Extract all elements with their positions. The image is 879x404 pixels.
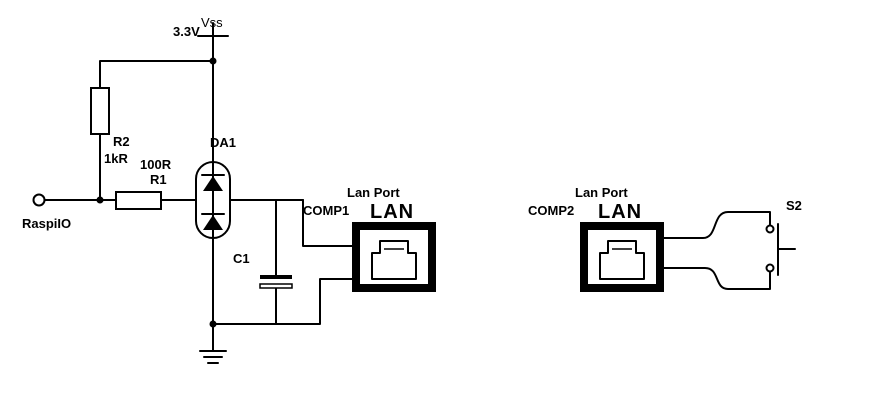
junction-dot — [96, 196, 104, 204]
da1-ref: DA1 — [210, 135, 236, 150]
input-label: RaspiIO — [22, 216, 71, 231]
comp1-lan-badge: LAN — [370, 201, 414, 223]
comp2-lan-badge: LAN — [598, 201, 642, 223]
supply-voltage-label: 3.3V — [173, 24, 200, 39]
lan-port-icon — [352, 222, 436, 292]
c1-ref: C1 — [233, 251, 250, 266]
comp1-title: Lan Port — [347, 185, 400, 200]
junction-dot — [209, 320, 217, 328]
pushbutton-switch-s2 — [765, 223, 796, 276]
input-terminal — [32, 193, 46, 207]
s2-ref: S2 — [786, 198, 802, 213]
r1-ref: R1 — [150, 172, 167, 187]
junction-dot — [209, 57, 217, 65]
wires-right-circuit — [663, 211, 771, 290]
resistor-r2 — [90, 87, 110, 135]
comp1-ref: COMP1 — [303, 203, 349, 218]
ground-icon — [199, 350, 227, 364]
comp2-ref: COMP2 — [528, 203, 574, 218]
supply-net-label: Vss — [201, 15, 223, 30]
resistor-r1 — [115, 191, 162, 210]
capacitor-c1 — [259, 275, 293, 289]
r1-value: 100R — [140, 157, 172, 172]
wires-left-circuit — [43, 35, 353, 351]
r2-ref: R2 — [113, 134, 130, 149]
r2-value: 1kR — [104, 151, 128, 166]
diode-array-da1 — [195, 161, 231, 239]
comp2-title: Lan Port — [575, 185, 628, 200]
lan-port-icon — [580, 222, 664, 292]
